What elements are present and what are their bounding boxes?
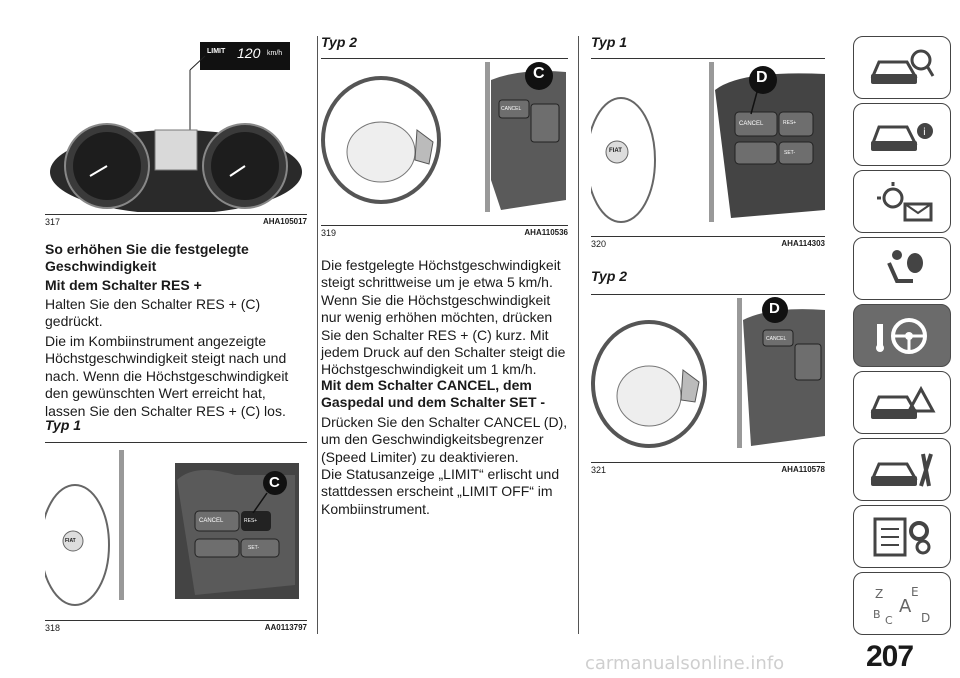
display-limit-value: 120: [237, 45, 261, 61]
cancel-label: CANCEL: [199, 518, 224, 524]
figure-320-steering-switches: FIAT D CANCEL RES+ SET-: [591, 60, 825, 230]
res-label: RES+: [244, 518, 258, 524]
tab-technical-data[interactable]: [853, 505, 951, 568]
fiat-logo: FIAT: [609, 148, 622, 154]
cancel-label: CANCEL: [739, 121, 764, 127]
airbag-seat-icon: [887, 249, 923, 283]
alphabetical-index-icon: Z E A B C D: [873, 585, 930, 626]
figure-code: AHA110536: [524, 228, 568, 237]
type-label: Typ 2: [591, 268, 628, 284]
type-label: Typ 1: [45, 417, 82, 433]
figure-code: AHA105017: [262, 217, 307, 226]
tab-car-dashboard[interactable]: i: [853, 103, 951, 166]
section-subheading: Mit dem Schalter RES +: [45, 277, 202, 293]
page-number: 207: [866, 640, 914, 673]
type-label: Typ 1: [591, 34, 628, 50]
car-breakdown-icon: [870, 385, 936, 419]
res-label: RES+: [783, 120, 797, 126]
display-limit-label: LIMIT: [207, 48, 226, 55]
svg-text:D: D: [921, 611, 930, 625]
figure-top-rule: [45, 442, 307, 443]
column-divider: [578, 36, 579, 634]
paragraph: Die Statusanzeige „LIMIT“ erlischt und s…: [321, 466, 560, 517]
figure-319-steering-wheel: C CANCEL: [321, 60, 568, 216]
figure-318-steering-switches: FIAT C CANCEL RES+ SET-: [45, 445, 307, 613]
fiat-logo: FIAT: [65, 538, 76, 544]
figure-caption: 320 AHA114303: [591, 236, 825, 250]
set-label: SET-: [784, 150, 796, 156]
figure-number: 321: [591, 465, 607, 475]
set-label: SET-: [248, 545, 260, 551]
figure-caption: 317 AHA105017: [45, 214, 307, 228]
paragraph: Halten Sie den Schalter RES + (C) gedrüc…: [45, 296, 261, 330]
tab-emergency[interactable]: [853, 371, 951, 434]
figure-caption: 318 AA0113797: [45, 620, 307, 634]
display-limit-unit: km/h: [267, 50, 283, 57]
svg-text:E: E: [911, 585, 919, 599]
column-divider: [317, 36, 318, 634]
svg-text:A: A: [899, 596, 912, 617]
car-info-icon: [870, 49, 935, 84]
tab-airbag-safety[interactable]: [853, 237, 951, 300]
paragraph: Die im Kombiinstrument angezeigte Höchst…: [45, 333, 289, 419]
watermark: carmanualsonline.info: [585, 653, 785, 674]
callout-letter: C: [269, 474, 280, 491]
figure-caption: 319 AHA110536: [321, 225, 568, 239]
figure-top-rule: [591, 294, 825, 295]
figure-317-instrument-cluster: LIMIT 120 km/h: [45, 36, 307, 212]
callout-letter: D: [769, 300, 780, 317]
figure-caption: 321 AHA110578: [591, 462, 825, 476]
tab-car-info[interactable]: [853, 36, 951, 99]
cancel-label: CANCEL: [501, 106, 522, 112]
svg-text:i: i: [923, 127, 926, 138]
paragraph: Drücken Sie den Schalter CANCEL (D), um …: [321, 414, 568, 465]
section-heading: Mit dem Schalter CANCEL, dem Gaspedal un…: [321, 377, 546, 410]
warning-light-icon: [877, 181, 933, 221]
section-heading: So erhöhen Sie die festgelegte Geschwind…: [45, 241, 249, 274]
figure-code: AHA110578: [781, 465, 825, 474]
figure-code: AA0113797: [264, 623, 307, 632]
figure-number: 319: [321, 228, 337, 238]
tab-warning-lights[interactable]: [853, 170, 951, 233]
svg-text:C: C: [885, 614, 893, 626]
figure-number: 317: [45, 217, 61, 227]
figure-top-rule: [321, 58, 568, 59]
callout-letter: C: [533, 65, 545, 82]
tab-starting-driving[interactable]: [853, 304, 951, 367]
figure-321-steering-wheel: D CANCEL: [591, 296, 825, 454]
technical-data-icon: [873, 517, 931, 556]
figure-code: AHA114303: [781, 239, 825, 248]
tab-maintenance[interactable]: [853, 438, 951, 501]
callout-letter: D: [756, 69, 768, 86]
figure-number: 320: [591, 239, 607, 249]
svg-text:B: B: [873, 608, 881, 621]
steering-wheel-key-icon: [876, 317, 927, 354]
car-service-icon: [870, 452, 933, 487]
figure-number: 318: [45, 623, 61, 633]
car-dashboard-icon: i: [870, 122, 933, 151]
paragraph: Die festgelegte Höchstgeschwindigkeit st…: [321, 257, 566, 378]
svg-text:Z: Z: [875, 587, 883, 601]
tab-index[interactable]: Z E A B C D: [853, 572, 951, 635]
cancel-label: CANCEL: [766, 336, 787, 342]
type-label: Typ 2: [321, 34, 358, 50]
figure-top-rule: [591, 58, 825, 59]
